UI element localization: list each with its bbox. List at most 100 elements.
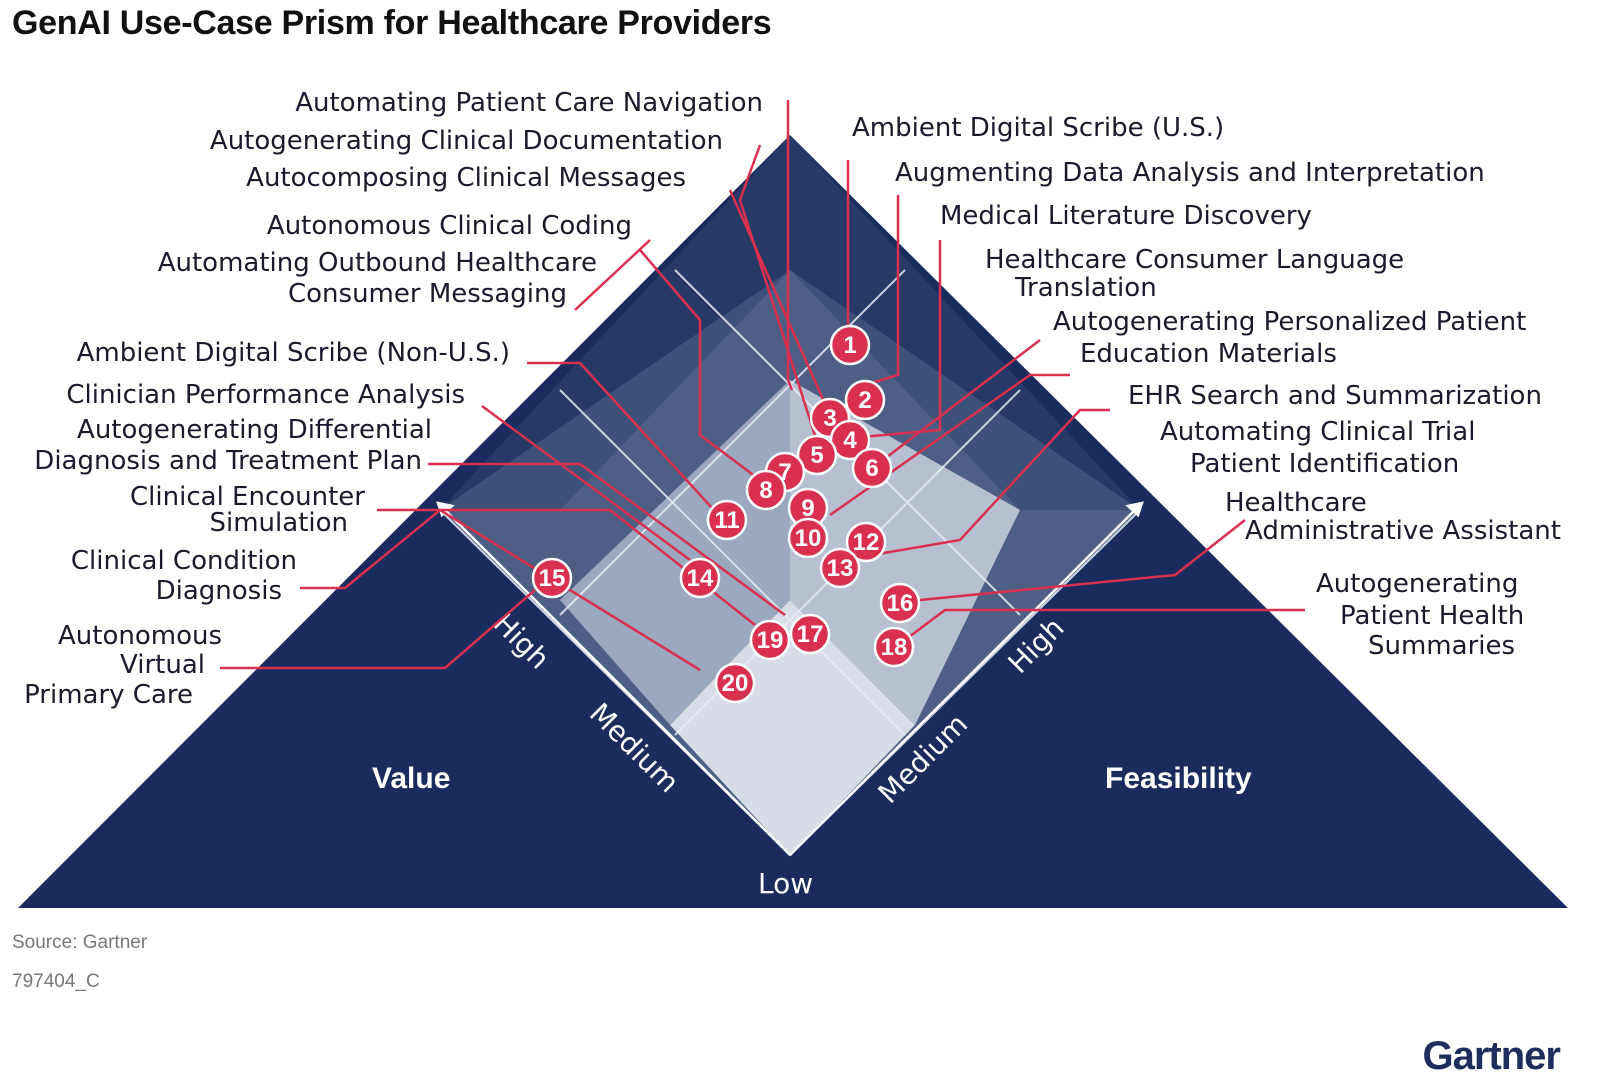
use-case-marker-4: 4 <box>829 419 871 461</box>
use-case-marker-5: 5 <box>796 434 838 476</box>
label-4: Medical Literature Discovery <box>940 201 1312 231</box>
grid-line <box>559 389 906 736</box>
marker-number: 18 <box>881 634 908 661</box>
marker-number: 9 <box>801 495 814 522</box>
gartner-logo: Gartner <box>1422 1034 1561 1078</box>
marker-number: 17 <box>797 621 824 648</box>
label-6-line1: Healthcare Consumer Language <box>985 245 1404 275</box>
use-case-marker-1: 1 <box>829 324 871 366</box>
marker-number: 13 <box>827 555 854 582</box>
marker-circle <box>531 557 573 599</box>
use-case-marker-11: 11 <box>706 499 748 541</box>
marker-number: 16 <box>887 590 914 617</box>
use-case-marker-15: 15 <box>531 557 573 599</box>
label-8: Autonomous Clinical Coding <box>267 211 632 241</box>
feasibility-axis-line <box>789 507 1138 856</box>
marker-number: 12 <box>853 529 880 556</box>
label-18-line1: Autogenerating <box>1316 569 1518 599</box>
low-label: Low <box>758 867 813 900</box>
leader-6 <box>869 339 1041 471</box>
label-10-line1: Automating Outbound Healthcare <box>158 248 597 278</box>
use-case-marker-14: 14 <box>679 557 721 599</box>
feasibility-axis-arrow <box>1125 501 1144 518</box>
label-2: Augmenting Data Analysis and Interpretat… <box>895 158 1485 188</box>
use-case-marker-18: 18 <box>873 626 915 668</box>
marker-number: 4 <box>843 427 857 454</box>
zone-medium-left <box>560 380 790 725</box>
leader-16 <box>919 519 1246 602</box>
label-19-line1: Clinical Encounter <box>130 482 365 512</box>
label-13-line2: Patient Identification <box>1190 449 1459 479</box>
marker-circle <box>706 499 748 541</box>
use-case-marker-19: 19 <box>749 619 791 661</box>
marker-circle <box>851 447 893 489</box>
label-10-line2: Consumer Messaging <box>288 279 567 309</box>
marker-number: 15 <box>539 565 566 592</box>
use-case-labels: Automating Patient Care Navigation Autog… <box>24 88 1561 710</box>
label-5: Autogenerating Clinical Documentation <box>210 126 723 156</box>
leader-7 <box>786 100 794 391</box>
feasibility-axis-title: Feasibility <box>1105 762 1252 795</box>
zone-top <box>440 135 1140 510</box>
use-case-marker-6: 6 <box>851 447 893 489</box>
use-case-marker-16: 16 <box>879 582 921 624</box>
marker-circle <box>796 434 838 476</box>
use-case-marker-2: 2 <box>844 379 886 421</box>
label-16-line2: Administrative Assistant <box>1245 516 1561 546</box>
marker-number: 1 <box>843 332 856 359</box>
leader-17 <box>428 462 786 617</box>
label-16-line1: Healthcare <box>1225 488 1367 518</box>
label-15-line2: Virtual <box>120 650 205 680</box>
marker-circle <box>745 469 787 511</box>
leader-5 <box>738 144 820 446</box>
leader-10 <box>574 239 651 311</box>
leader-12 <box>871 408 1110 557</box>
marker-number: 8 <box>759 477 772 504</box>
use-case-marker-13: 13 <box>819 547 861 589</box>
marker-circle <box>787 517 829 559</box>
use-case-marker-17: 17 <box>789 613 831 655</box>
label-12: EHR Search and Summarization <box>1128 381 1542 411</box>
label-20-line2: Diagnosis <box>156 576 282 606</box>
label-7: Automating Patient Care Navigation <box>295 88 763 118</box>
marker-number: 19 <box>757 627 784 654</box>
marker-circle <box>879 582 921 624</box>
marker-circle <box>714 662 756 704</box>
label-9-line1: Autogenerating Personalized Patient <box>1053 307 1526 337</box>
marker-circle <box>844 379 886 421</box>
leader-8 <box>639 249 761 481</box>
marker-circle <box>789 613 831 655</box>
label-15-line3: Primary Care <box>24 680 193 710</box>
marker-number: 11 <box>714 507 739 534</box>
leader-9 <box>829 373 1070 517</box>
label-17-line2: Diagnosis and Treatment Plan <box>34 446 422 476</box>
label-6-line2: Translation <box>1014 273 1157 303</box>
marker-circle <box>845 521 887 563</box>
page-title: GenAI Use-Case Prism for Healthcare Prov… <box>12 4 772 42</box>
label-20-line1: Clinical Condition <box>71 546 297 576</box>
matrix-diamond <box>436 135 1144 857</box>
marker-number: 5 <box>810 442 823 469</box>
document-code: 797404_C <box>12 971 100 992</box>
label-18-line3: Summaries <box>1368 631 1515 661</box>
leader-4 <box>849 240 942 440</box>
marker-number: 3 <box>823 405 836 432</box>
leader-11 <box>527 361 713 509</box>
leader-3 <box>728 189 832 416</box>
leader-15 <box>220 589 536 670</box>
marker-number: 20 <box>722 670 749 697</box>
leader-20 <box>300 508 701 672</box>
leader-2 <box>864 195 900 387</box>
marker-circle <box>829 324 871 366</box>
marker-number: 14 <box>687 565 714 592</box>
label-1: Ambient Digital Scribe (U.S.) <box>852 113 1224 143</box>
label-3: Autocomposing Clinical Messages <box>246 163 686 193</box>
label-18-line2: Patient Health <box>1340 601 1524 631</box>
value-axis-line <box>442 507 791 856</box>
marker-circle <box>679 557 721 599</box>
marker-circle <box>829 419 871 461</box>
label-17-line1: Autogenerating Differential <box>77 415 432 445</box>
use-case-marker-9: 9 <box>787 487 829 529</box>
marker-number: 2 <box>858 387 871 414</box>
